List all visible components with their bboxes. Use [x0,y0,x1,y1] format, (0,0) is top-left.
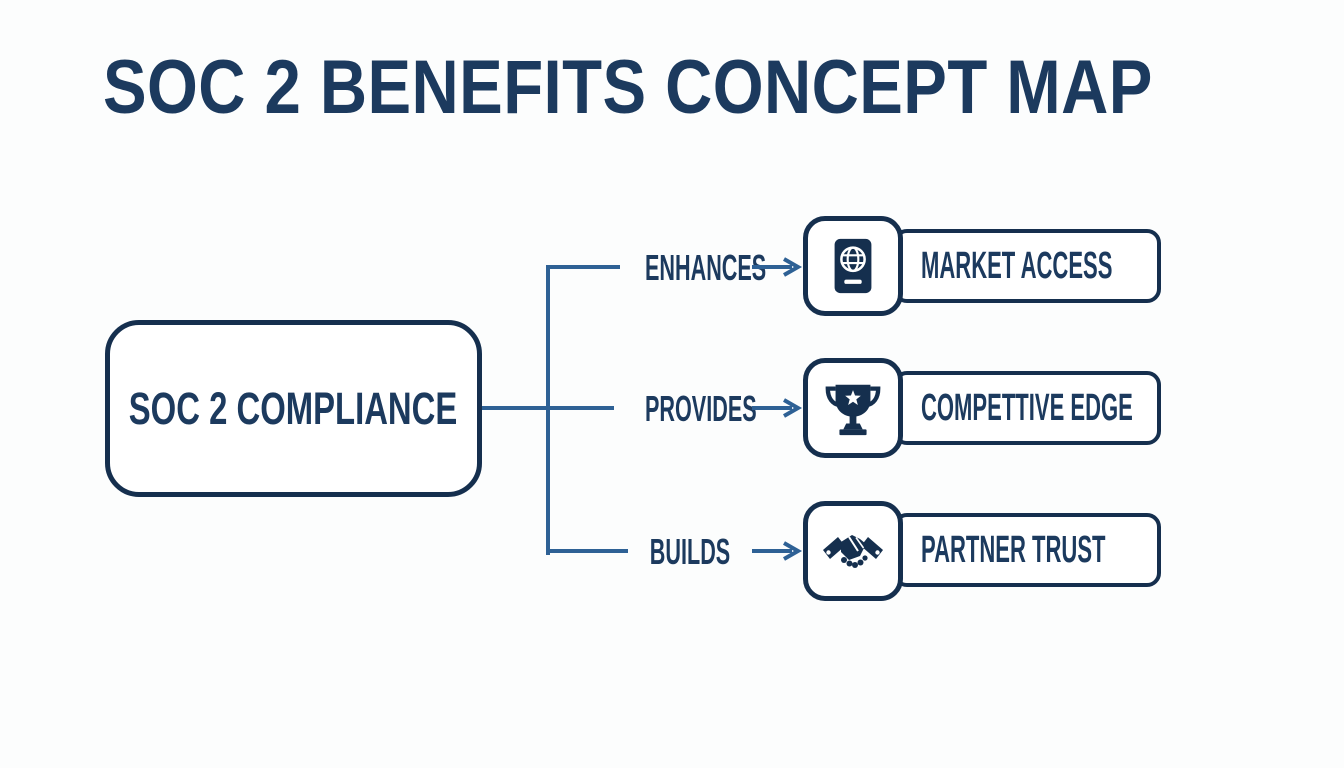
arrow-right-icon [752,257,803,277]
arrow-right-icon [752,541,803,561]
benefit-label: MARKET ACCESS [921,245,1113,287]
connector-vertical-trunk [546,265,550,555]
node-soc2-compliance: SOC 2 COMPLIANCE [105,320,482,497]
arrow-right-icon [752,398,803,418]
node-competitive-edge: COMPETTIVE EDGE [893,371,1161,445]
benefit-label: COMPETTIVE EDGE [921,387,1133,429]
passport-globe-icon [834,238,872,294]
icon-tile-market-access [803,216,903,316]
icon-tile-competitive-edge [803,358,903,458]
handshake-icon [823,535,883,568]
node-partner-trust: PARTNER TRUST [893,513,1161,587]
page-title: SOC 2 BENEFITS CONCEPT MAP [103,45,1153,130]
edge-label-builds: BUILDS [649,531,731,572]
edge-label-enhances: ENHANCES [645,247,767,288]
connector-branch-provides [482,406,614,410]
icon-tile-partner-trust [803,501,903,601]
node-market-access: MARKET ACCESS [893,229,1161,303]
trophy-icon [825,384,881,436]
root-node-label: SOC 2 COMPLIANCE [129,382,458,434]
connector-branch-enhances [546,265,620,269]
connector-branch-builds [546,549,628,553]
edge-label-provides: PROVIDES [645,388,757,429]
benefit-label: PARTNER TRUST [921,529,1106,571]
